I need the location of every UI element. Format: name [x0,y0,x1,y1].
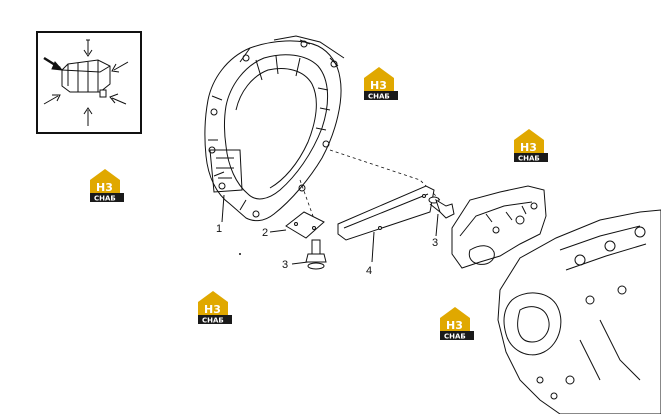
watermark-logo-2: H3 CHAБ [514,129,548,163]
watermark-letters: H3 [96,181,113,194]
watermark-sub: CHAБ [202,317,224,325]
watermark-sub: CHAБ [94,195,116,203]
watermark-sub: CHAБ [518,155,540,163]
watermark-letters: H3 [520,141,537,154]
bolt-right [428,196,455,219]
leader-line-2 [269,229,287,233]
engine-block-rear [497,209,661,414]
watermark-letters: H3 [370,79,387,92]
watermark-letters: H3 [204,303,221,316]
watermark-letters: H3 [446,319,463,332]
leader-line-1 [221,194,225,223]
engine-block-front [451,185,547,269]
assembly-guide-line [329,149,441,201]
watermark-sub: CHAБ [444,333,466,341]
inset-orientation-box [36,31,142,134]
leader-line-3a [291,261,309,265]
component-direction-icon [43,39,129,126]
dot-mark [239,253,241,255]
watermark-sub: CHAБ [368,93,390,101]
callout-4: 4 [366,265,372,277]
callout-2: 2 [262,227,268,239]
bolt-lower [305,239,327,270]
callout-3-lower: 3 [282,259,288,271]
flywheel-housing [204,35,345,222]
callout-3-right: 3 [432,237,438,249]
leader-line-4 [371,231,375,263]
leader-line-3b [435,213,439,237]
watermark-logo-4: H3 CHAБ [198,291,232,325]
watermark-logo-1: H3 CHAБ [364,67,398,101]
cover-long [337,185,435,241]
callout-1: 1 [216,223,222,235]
watermark-logo-5: H3 CHAБ [440,307,474,341]
watermark-logo-3: H3 CHAБ [90,169,124,203]
cover-plate-small [285,211,325,239]
